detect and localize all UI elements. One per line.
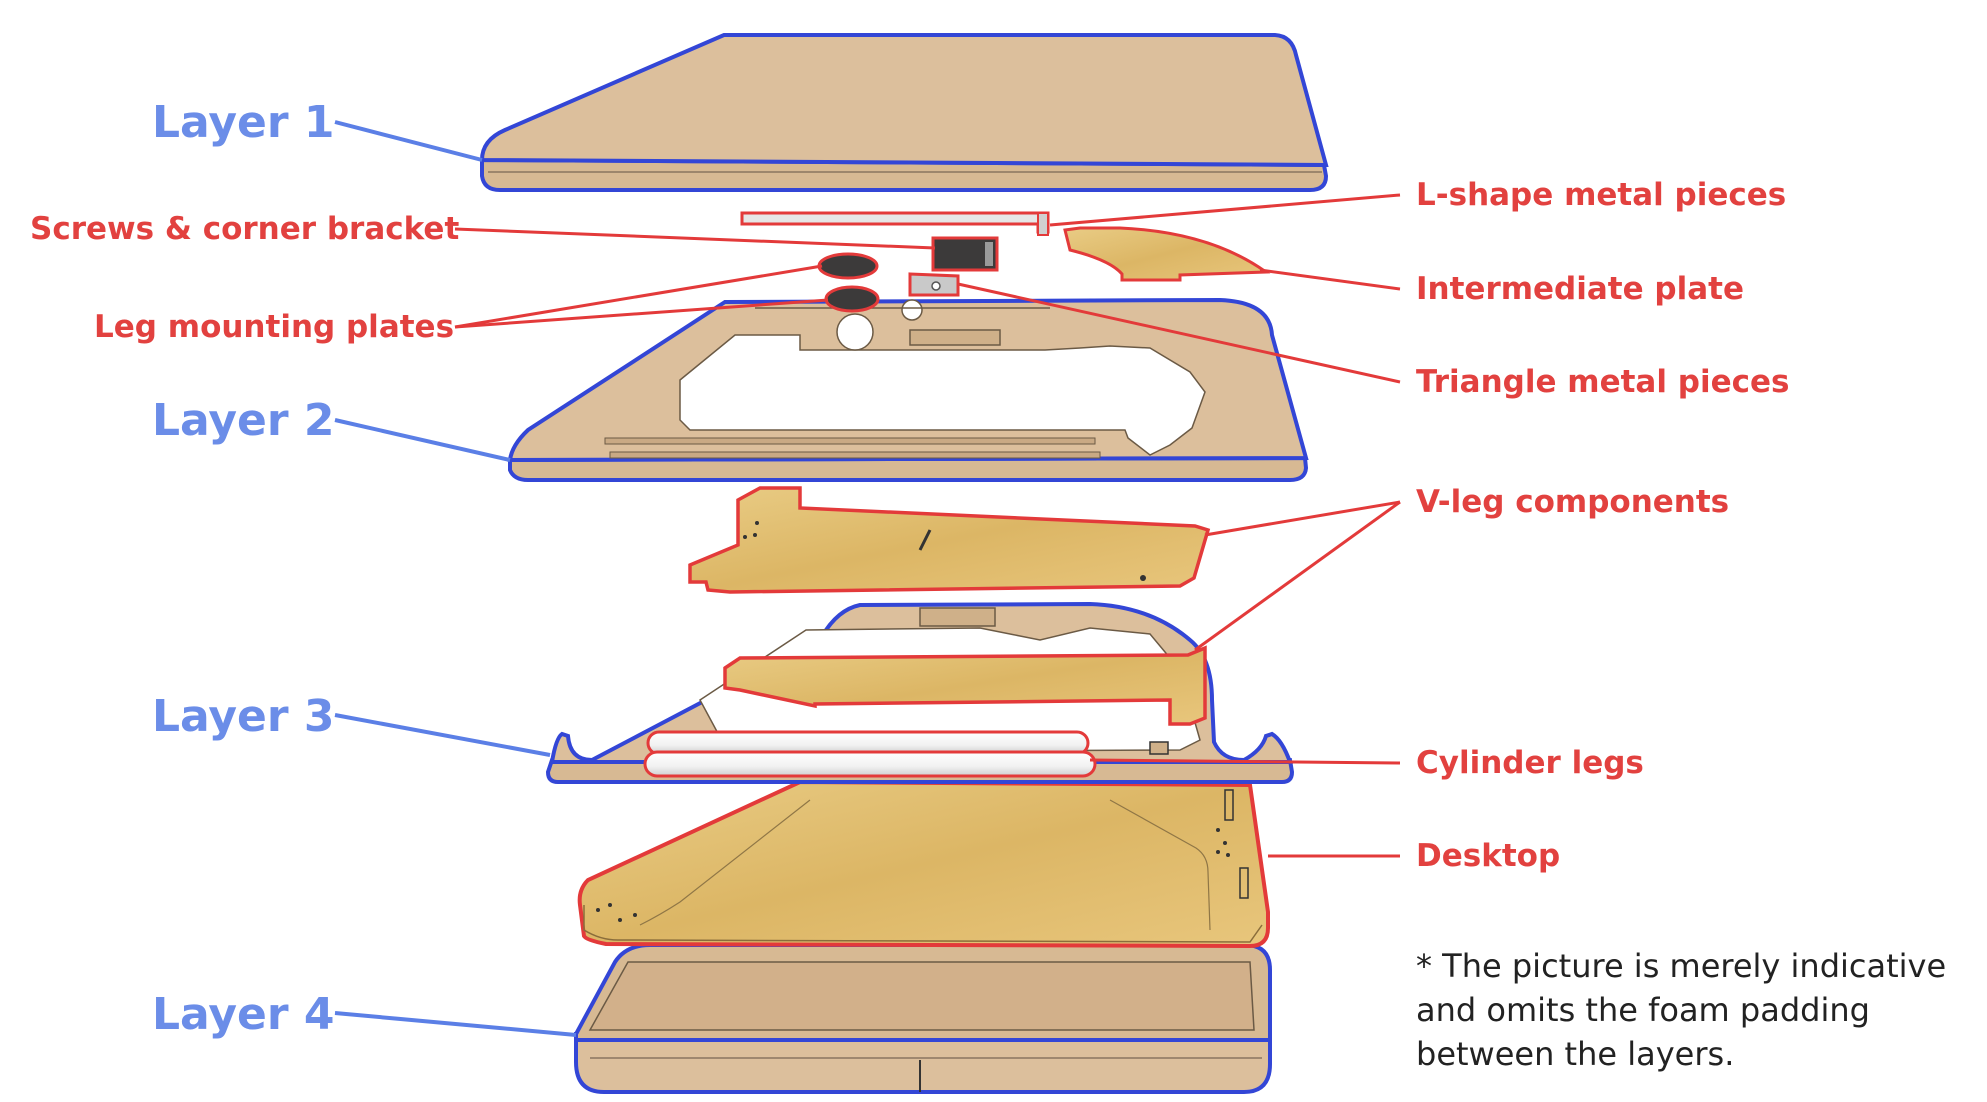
label-leg-mounting-plates: Leg mounting plates xyxy=(94,309,455,345)
footnote-line-2: and omits the foam padding xyxy=(1416,991,1870,1029)
layer-4-label: Layer 4 xyxy=(152,989,335,1040)
label-screws-corner-bracket: Screws & corner bracket xyxy=(30,211,460,247)
l-shape-metal-pieces xyxy=(740,211,1050,236)
v-leg-lower xyxy=(723,645,1207,726)
layer-2-label: Layer 2 xyxy=(152,395,335,446)
label-intermediate-plate: Intermediate plate xyxy=(1416,271,1745,307)
label-l-shape-metal-pieces: L-shape metal pieces xyxy=(1416,177,1787,213)
intermediate-plate xyxy=(1063,226,1271,282)
layer-3-label: Layer 3 xyxy=(152,691,335,742)
footnote-line-1: * The picture is merely indicative xyxy=(1416,947,1947,985)
footnote: * The picture is merely indicative and o… xyxy=(1416,944,1956,1076)
layer-4-tray xyxy=(574,943,1272,1094)
label-triangle-metal-pieces: Triangle metal pieces xyxy=(1416,364,1790,400)
label-desktop: Desktop xyxy=(1416,838,1561,874)
triangle-metal-pieces xyxy=(908,272,960,297)
v-leg-upper xyxy=(688,486,1211,594)
label-cylinder-legs: Cylinder legs xyxy=(1416,745,1644,781)
layer-2-board xyxy=(507,297,1309,482)
layer-1-board xyxy=(479,33,1329,192)
part-leader-lines xyxy=(454,193,1401,858)
label-v-leg-components: V-leg components xyxy=(1416,484,1730,520)
screws-corner-bracket xyxy=(931,236,999,272)
desktop-board xyxy=(577,779,1270,949)
footnote-line-3: between the layers. xyxy=(1416,1035,1735,1073)
layer-leader-lines xyxy=(334,120,577,1037)
layer-1-label: Layer 1 xyxy=(152,97,335,148)
cylinder-legs xyxy=(643,730,1097,778)
leg-mounting-plates xyxy=(817,252,880,313)
